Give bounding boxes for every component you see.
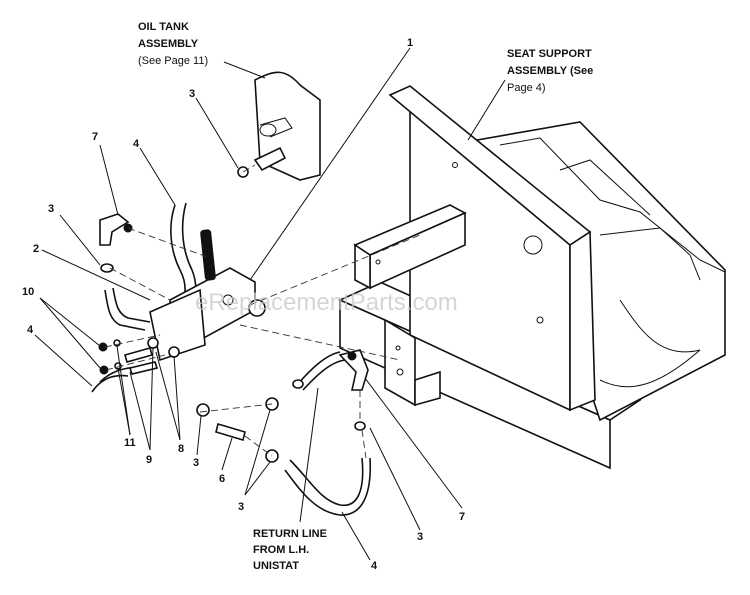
seat-support-ref: Page 4): [507, 82, 546, 94]
return-line-2: FROM L.H.: [253, 544, 309, 556]
return-line-3: UNISTAT: [253, 560, 299, 572]
callout-7: 7: [459, 511, 465, 523]
assembly-lines: [104, 164, 421, 459]
callout-4: 4: [27, 324, 34, 336]
callout-3: 3: [238, 501, 244, 513]
callout-3: 3: [48, 203, 54, 215]
seat-support-sub: ASSEMBLY (See: [507, 65, 593, 77]
callout-11: 11: [124, 437, 136, 449]
watermark: eReplacementParts.com: [195, 289, 458, 316]
callout-6: 6: [219, 473, 225, 485]
callout-4: 4: [371, 560, 378, 572]
oil-tank-title: OIL TANK: [138, 21, 189, 33]
callout-7: 7: [92, 131, 98, 143]
callout-1: 1: [407, 37, 413, 49]
return-line-1: RETURN LINE: [253, 528, 327, 540]
callout-9: 9: [146, 454, 152, 466]
callout-3: 3: [417, 531, 423, 543]
callout-8: 8: [178, 443, 184, 455]
fittings: [98, 146, 369, 463]
callout-10: 10: [22, 286, 34, 298]
oil-tank-ref: (See Page 11): [138, 55, 208, 67]
oil-tank-sub: ASSEMBLY: [138, 38, 199, 50]
callout-3: 3: [189, 88, 195, 100]
leader-lines: [34, 47, 506, 561]
callout-3: 3: [193, 457, 199, 469]
seat-support-title: SEAT SUPPORT: [507, 48, 592, 60]
seat-support-frame: [338, 85, 726, 470]
callout-2: 2: [33, 243, 39, 255]
callout-4: 4: [133, 138, 140, 150]
